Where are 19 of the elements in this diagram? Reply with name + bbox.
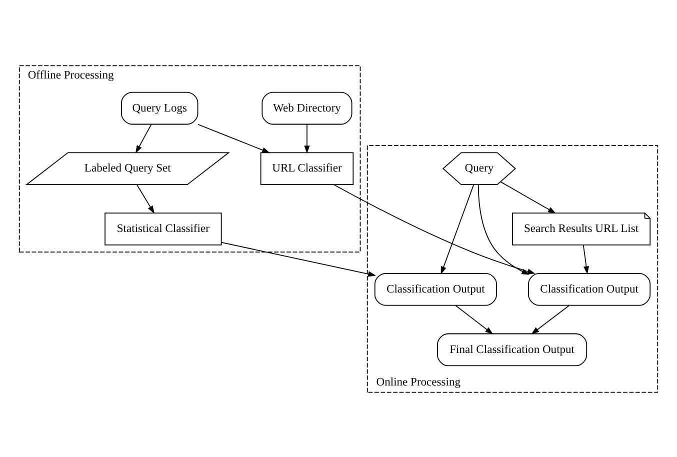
- arrow: [500, 180, 556, 214]
- arrow: [221, 242, 376, 276]
- node-box: Query Logs: [121, 91, 198, 124]
- arrow: [582, 244, 590, 274]
- node-box: Final Classification Output: [437, 332, 588, 366]
- node-box: Statistical Classifier: [104, 212, 222, 245]
- node-box: URL Classifier: [260, 152, 354, 185]
- arrow: [136, 184, 154, 214]
- arrow: [440, 184, 474, 274]
- arrow: [333, 184, 536, 274]
- arrow: [135, 124, 152, 153]
- node-box: Classification Output: [528, 272, 651, 306]
- arrow: [455, 304, 494, 334]
- arrow: [198, 123, 270, 153]
- node-box: Web Directory: [262, 91, 352, 124]
- node-box: Classification Output: [374, 272, 497, 306]
- arrow: [531, 304, 570, 334]
- arrow: [478, 184, 530, 274]
- arrow: [304, 124, 310, 154]
